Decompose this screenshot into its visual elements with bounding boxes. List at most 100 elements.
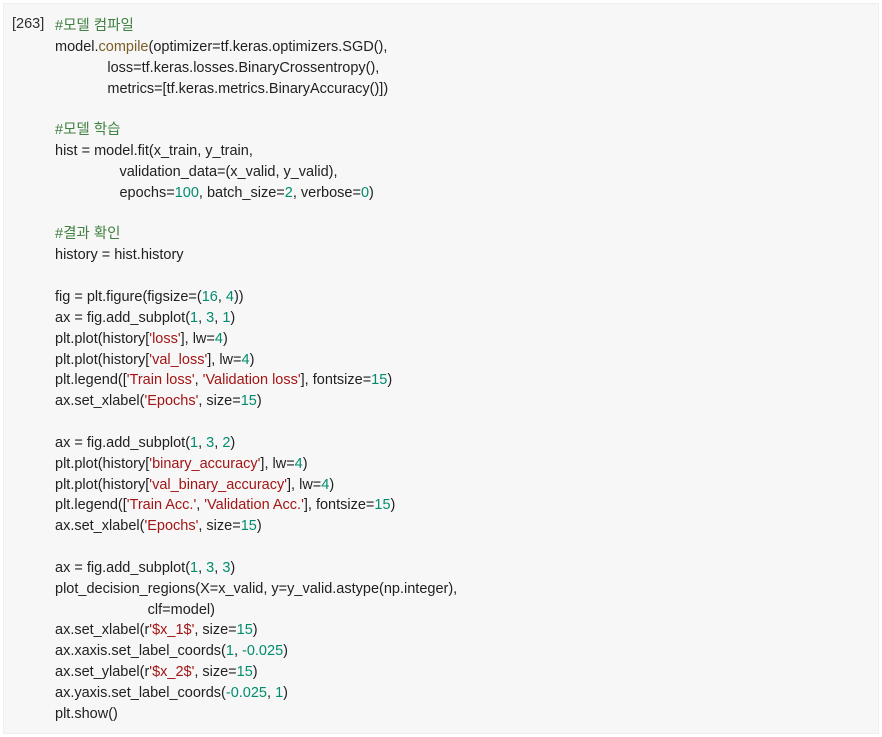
code-line (55, 204, 457, 225)
code-token: 'Validation loss' (202, 372, 301, 389)
code-token: , size= (198, 518, 241, 535)
code-line: #모델 학습 (55, 120, 457, 141)
code-token: , (217, 288, 226, 305)
code-line: clf=model) (55, 600, 457, 621)
code-line: plt.show() (55, 704, 457, 725)
code-line: #모델 컴파일 (55, 16, 457, 37)
code-token: history = hist.history (55, 247, 184, 264)
code-line: plt.plot(history['val_loss'], lw=4) (55, 350, 457, 371)
code-token: 15 (240, 518, 257, 535)
code-token: 'Validation Acc.' (204, 497, 304, 514)
code-token: (optimizer=tf.keras.optimizers.SGD(), (148, 38, 388, 55)
code-token: ) (252, 622, 258, 639)
code-token: model. (55, 38, 99, 55)
code-token: 15 (240, 393, 257, 410)
code-token: ], lw= (287, 476, 322, 493)
code-token: ) (283, 643, 288, 660)
code-token: 15 (236, 622, 253, 639)
code-token: 15 (371, 372, 388, 389)
code-line (55, 537, 457, 558)
code-token: ) (387, 372, 393, 389)
code-token: ax.xaxis.set_label_coords( (55, 643, 226, 660)
code-token: plt.plot(history[ (55, 351, 150, 368)
code-token: ) (249, 351, 255, 368)
code-token: -0.025 (242, 643, 284, 660)
code-line: epochs=100, batch_size=2, verbose=0) (55, 183, 457, 204)
code-line: ax = fig.add_subplot(1, 3, 1) (55, 308, 457, 329)
code-token: plt.plot(history[ (55, 330, 150, 347)
code-token: ], fontsize= (303, 497, 375, 514)
code-line: plt.plot(history['val_binary_accuracy'],… (55, 475, 457, 496)
code-token: ) (230, 559, 236, 576)
code-token: ) (230, 434, 236, 451)
code-token: ) (222, 330, 228, 347)
code-line: hist = model.fit(x_train, y_train, (55, 141, 457, 162)
code-token: 4 (321, 476, 330, 493)
code-token: loss=tf.keras.losses.BinaryCrossentropy(… (55, 59, 380, 76)
code-token: ], fontsize= (300, 372, 372, 389)
code-token: 3 (222, 559, 231, 576)
code-token: ax = fig.add_subplot( (55, 309, 191, 326)
code-token: ax.set_xlabel(r (55, 622, 150, 639)
code-token: plt.plot(history[ (55, 455, 150, 472)
code-token: , verbose= (292, 184, 361, 201)
code-token: , size= (194, 622, 237, 639)
code-token: #모델 학습 (55, 122, 121, 139)
code-token: plt.show() (55, 705, 118, 722)
code-token: 100 (174, 184, 199, 201)
code-token: ) (302, 455, 308, 472)
code-token: 1 (225, 643, 234, 660)
code-token: , (198, 434, 207, 451)
code-line: metrics=[tf.keras.metrics.BinaryAccuracy… (55, 79, 457, 100)
code-token: ) (283, 685, 288, 701)
code-token: #결과 확인 (55, 226, 121, 243)
code-token: 3 (206, 434, 215, 451)
code-line: loss=tf.keras.losses.BinaryCrossentropy(… (55, 58, 457, 79)
code-token: , batch_size= (198, 184, 285, 201)
code-token: 4 (225, 288, 234, 305)
code-token: 0 (360, 184, 370, 201)
code-token: 1 (190, 309, 199, 326)
code-token: metrics=[tf.keras.metrics.BinaryAccuracy… (55, 80, 389, 97)
code-line (55, 99, 457, 120)
code-token: ax.yaxis.set_label_coords( (55, 685, 226, 701)
code-token: 1 (275, 685, 284, 701)
code-token: , (214, 309, 223, 326)
code-token: 3 (206, 559, 215, 576)
code-line: plt.plot(history['binary_accuracy'], lw=… (55, 454, 457, 475)
code-line: plt.plot(history['loss'], lw=4) (55, 329, 457, 350)
code-line: plot_decision_regions(X=x_valid, y=y_val… (55, 579, 457, 600)
code-token: 'binary_accuracy' (149, 455, 261, 472)
code-token: ], lw= (180, 330, 215, 347)
code-token: 1 (222, 309, 231, 326)
code-line: ax.set_xlabel('Epochs', size=15) (55, 516, 457, 537)
code-line: ax.xaxis.set_label_coords(1, -0.025) (55, 641, 457, 662)
code-token: ax = fig.add_subplot( (55, 434, 191, 451)
code-token: plt.legend([ (55, 372, 127, 389)
code-token: 'val_binary_accuracy' (149, 476, 288, 493)
code-token: 2 (284, 184, 293, 201)
code-token: 1 (190, 559, 199, 576)
code-token: plt.legend([ (55, 497, 127, 514)
code-token: ], lw= (207, 351, 242, 368)
code-token: 3 (206, 309, 215, 326)
code-token: )) (233, 288, 244, 305)
code-token: , (214, 434, 223, 451)
code-token: 4 (241, 351, 250, 368)
code-token: 1 (190, 434, 199, 451)
code-token: 'Train loss' (126, 372, 195, 389)
code-token: , (198, 309, 207, 326)
code-line: #결과 확인 (55, 224, 457, 245)
code-token: , (196, 497, 205, 514)
code-token: '$x_2$' (149, 664, 195, 681)
code-token: , size= (198, 393, 241, 410)
code-token: '$x_1$' (149, 622, 195, 639)
code-token: , size= (194, 664, 237, 681)
code-line: plt.legend(['Train loss', 'Validation lo… (55, 370, 457, 391)
code-line: plt.legend(['Train Acc.', 'Validation Ac… (55, 495, 457, 516)
code-token: clf=model) (55, 601, 215, 618)
code-token: -0.025 (225, 685, 267, 701)
code-token: epochs= (55, 184, 175, 201)
